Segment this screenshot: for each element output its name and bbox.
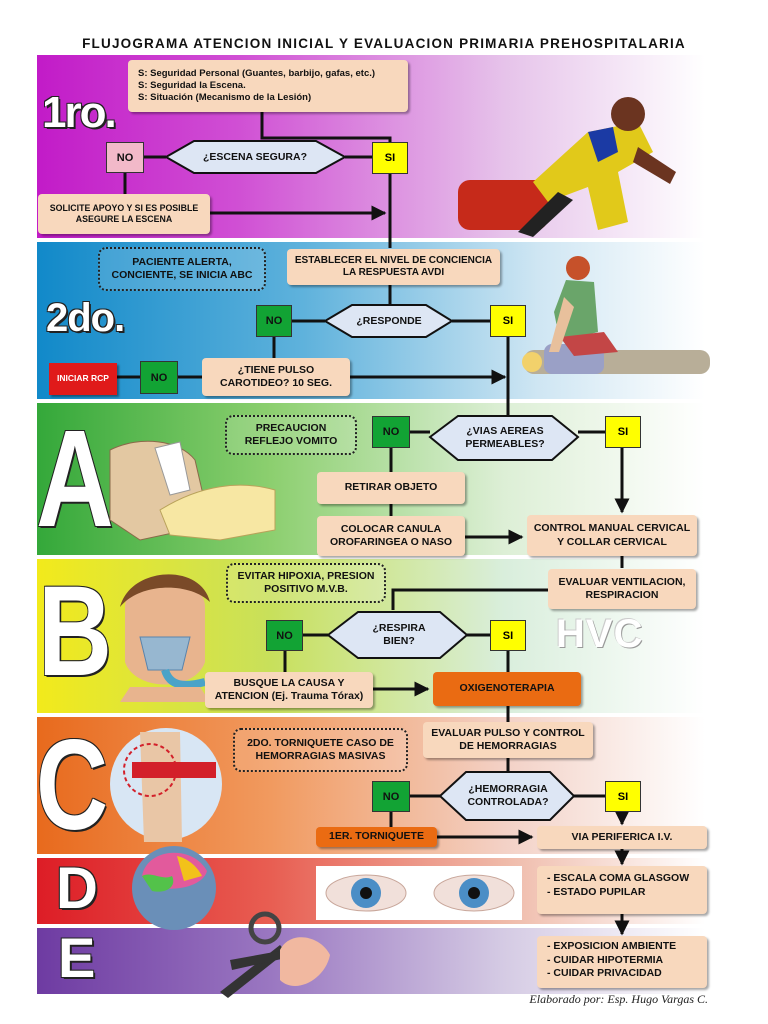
safety-line-personal: S: Seguridad Personal (Guantes, barbijo,…	[138, 68, 376, 80]
avdi-box: ESTABLECER EL NIVEL DE CONCIENCIA LA RES…	[287, 249, 500, 285]
decision-responds-label: ¿RESPONDE	[356, 314, 422, 327]
watermark: HVC	[556, 612, 644, 656]
author-credit: Elaborado por: Esp. Hugo Vargas C.	[529, 992, 708, 1006]
scissors-hand-icon	[220, 911, 330, 998]
safety-line-scene: S: Seguridad la Escena.	[138, 80, 246, 92]
section-label-d: D	[56, 856, 98, 921]
cervical-control-box: CONTROL MANUAL CERVICAL Y COLLAR CERVICA…	[527, 515, 697, 556]
airway-yes-box: SI	[605, 416, 641, 448]
peripheral-iv-box: VIA PERIFERICA I.V.	[537, 826, 707, 849]
remove-object-box: RETIRAR OBJETO	[317, 472, 465, 504]
section-label-b: B	[38, 560, 112, 703]
airway-hand-icon	[109, 440, 276, 541]
runner-figure-icon	[458, 97, 676, 237]
scene-yes-box: SI	[372, 142, 408, 174]
find-cause-box: BUSQUE LA CAUSA Y ATENCION (Ej. Trauma T…	[205, 672, 373, 708]
second-tourniquet-note: 2DO. TORNIQUETE CASO DE HEMORRAGIAS MASI…	[233, 728, 408, 772]
d-assessment-list: ESCALA COMA GLASGOW ESTADO PUPILAR	[537, 866, 707, 914]
decision-breathing-label: ¿RESPIRA BIEN?	[372, 622, 426, 647]
brain-head-icon	[132, 846, 216, 930]
bleeding-no-box: NO	[372, 781, 410, 812]
e-assessment-list: EXPOSICION AMBIENTE CUIDAR HIPOTERMIA CU…	[537, 936, 707, 988]
e-item-privacy: CUIDAR PRIVACIDAD	[547, 967, 697, 981]
airway-no-box: NO	[372, 416, 410, 448]
cpr-figure-icon	[522, 256, 710, 374]
decision-diamond-bleeding	[438, 771, 576, 821]
scene-no-box: NO	[106, 142, 144, 173]
decision-diamond-breathing	[326, 611, 469, 659]
oropharyngeal-cannula-box: COLOCAR CANULA OROFARINGEA O NASO	[317, 516, 465, 556]
section-label-a: A	[36, 402, 114, 556]
first-tourniquet-box: 1ER. TORNIQUETE	[316, 827, 437, 847]
breathing-no-box: NO	[266, 620, 303, 651]
evaluate-pulse-box: EVALUAR PULSO Y CONTROL DE HEMORRAGIAS	[423, 722, 593, 758]
eyes-icon	[316, 866, 522, 920]
section-label-2: 2do.	[46, 296, 125, 340]
section-label-c: C	[36, 714, 109, 857]
decision-bleeding-label: ¿HEMORRAGIA CONTROLADA?	[467, 783, 549, 808]
evaluate-ventilation-box: EVALUAR VENTILACION, RESPIRACION	[548, 569, 696, 609]
breathing-yes-box: SI	[490, 620, 526, 651]
oxygen-therapy-box: OXIGENOTERAPIA	[433, 672, 581, 706]
d-item-glasgow: ESCALA COMA GLASGOW	[547, 872, 697, 886]
carotid-pulse-box: ¿TIENE PULSO CAROTIDEO? 10 SEG.	[202, 358, 350, 396]
e-item-exposure: EXPOSICION AMBIENTE	[547, 940, 697, 954]
decision-diamond-airway	[428, 415, 580, 461]
pulse-no-box: NO	[140, 361, 178, 394]
vomit-reflex-note: PRECAUCION REFLEJO VOMITO	[225, 415, 357, 455]
bleeding-yes-box: SI	[605, 781, 641, 812]
section-label-e: E	[58, 926, 96, 989]
decision-airway-label: ¿VIAS AEREAS PERMEABLES?	[465, 425, 545, 450]
request-support-box: SOLICITE APOYO Y SI ES POSIBLE ASEGURE L…	[38, 194, 210, 234]
hypoxia-note: EVITAR HIPOXIA, PRESION POSITIVO M.V.B.	[226, 563, 386, 603]
safety-line-situation: S: Situación (Mecanismo de la Lesión)	[138, 91, 312, 103]
decision-scene-safe-label: ¿ESCENA SEGURA?	[202, 150, 308, 163]
decision-diamond-scene	[163, 140, 348, 174]
page-title: FLUJOGRAMA ATENCION INICIAL Y EVALUACION…	[82, 36, 686, 51]
decision-diamond-responds	[323, 304, 454, 338]
tourniquet-arm-icon	[110, 728, 222, 842]
d-item-pupils: ESTADO PUPILAR	[547, 886, 697, 900]
oxygen-mask-face-icon	[120, 574, 210, 702]
e-item-hypothermia: CUIDAR HIPOTERMIA	[547, 954, 697, 968]
safety-checklist: S: Seguridad Personal (Guantes, barbijo,…	[128, 60, 408, 112]
alert-patient-note: PACIENTE ALERTA, CONCIENTE, SE INICIA AB…	[98, 247, 266, 291]
section-label-1: 1ro.	[42, 88, 117, 137]
responds-yes-box: SI	[490, 305, 526, 337]
start-cpr-box: INICIAR RCP	[49, 363, 117, 395]
responds-no-box: NO	[256, 305, 292, 337]
